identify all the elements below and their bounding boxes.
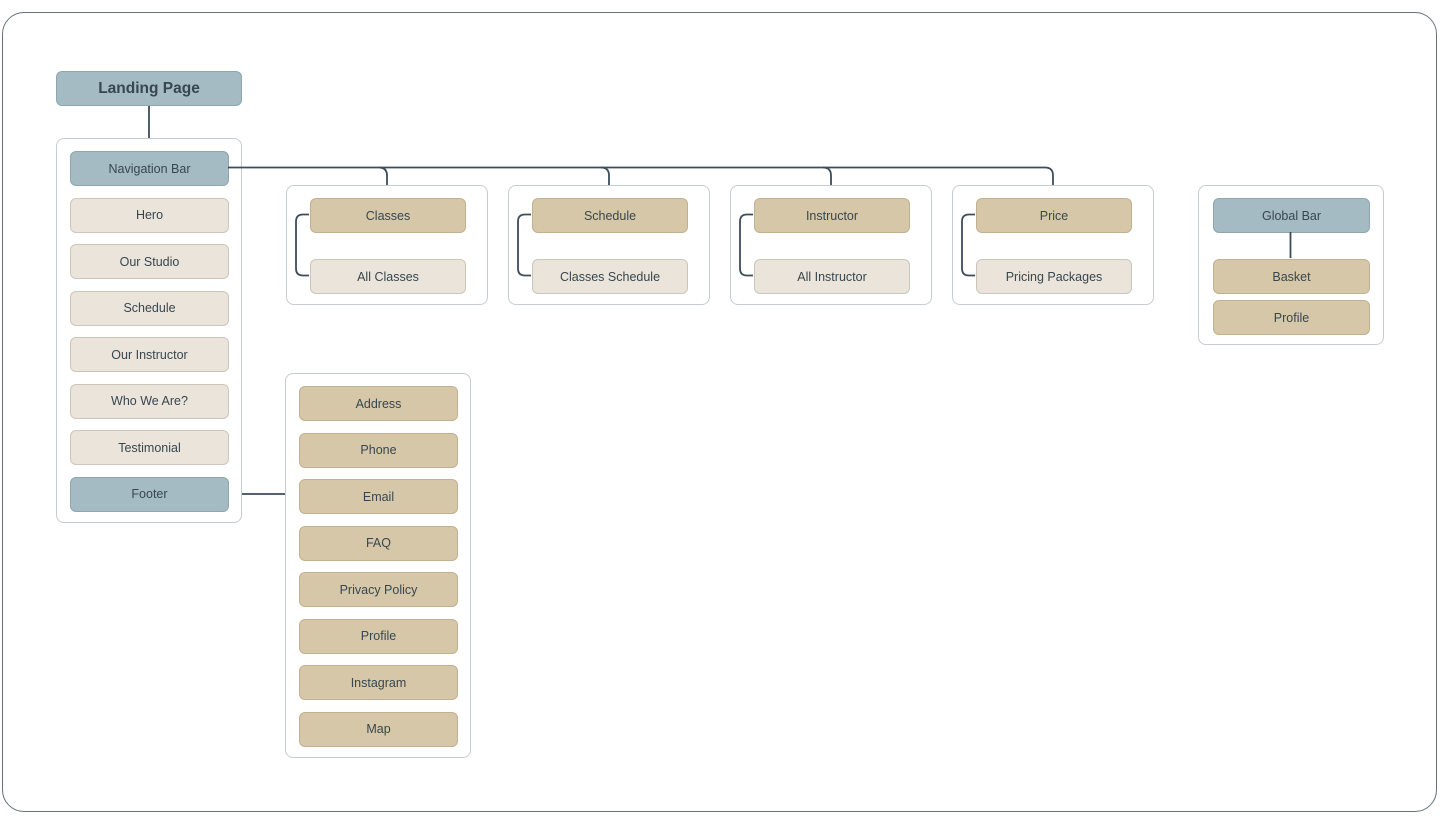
node-global-bar[interactable]: Global Bar bbox=[1213, 198, 1370, 233]
node-navigation-bar[interactable]: Navigation Bar bbox=[70, 151, 229, 186]
classes-group[interactable]: Classes All Classes bbox=[286, 185, 488, 305]
node-footer[interactable]: Footer bbox=[70, 476, 229, 512]
node-all-instructor[interactable]: All Instructor bbox=[754, 259, 910, 294]
schedule-group[interactable]: Schedule Classes Schedule bbox=[508, 185, 710, 305]
node-footer-profile[interactable]: Profile bbox=[299, 618, 458, 654]
node-faq[interactable]: FAQ bbox=[299, 525, 458, 561]
node-instagram[interactable]: Instagram bbox=[299, 665, 458, 700]
node-global-profile[interactable]: Profile bbox=[1213, 300, 1370, 335]
price-group[interactable]: Price Pricing Packages bbox=[952, 185, 1154, 305]
node-price[interactable]: Price bbox=[976, 198, 1132, 233]
node-our-instructor[interactable]: Our Instructor bbox=[70, 337, 229, 372]
node-who-we-are[interactable]: Who We Are? bbox=[70, 383, 229, 419]
node-schedule[interactable]: Schedule bbox=[70, 290, 229, 326]
node-email[interactable]: Email bbox=[299, 479, 458, 514]
global-bar-group[interactable]: Global Bar Basket Profile bbox=[1198, 185, 1384, 345]
node-instructor[interactable]: Instructor bbox=[754, 198, 910, 233]
node-schedule-page[interactable]: Schedule bbox=[532, 198, 688, 233]
node-testimonial[interactable]: Testimonial bbox=[70, 430, 229, 465]
node-pricing-packages[interactable]: Pricing Packages bbox=[976, 259, 1132, 294]
node-phone[interactable]: Phone bbox=[299, 432, 458, 468]
node-landing-page[interactable]: Landing Page bbox=[56, 71, 242, 106]
node-our-studio[interactable]: Our Studio bbox=[70, 244, 229, 279]
node-classes-schedule[interactable]: Classes Schedule bbox=[532, 259, 688, 294]
instructor-group[interactable]: Instructor All Instructor bbox=[730, 185, 932, 305]
node-classes[interactable]: Classes bbox=[310, 198, 466, 233]
node-all-classes[interactable]: All Classes bbox=[310, 259, 466, 294]
node-hero[interactable]: Hero bbox=[70, 197, 229, 233]
node-privacy-policy[interactable]: Privacy Policy bbox=[299, 572, 458, 607]
main-column-group[interactable]: Navigation Bar Hero Our Studio Schedule … bbox=[56, 138, 242, 523]
node-basket[interactable]: Basket bbox=[1213, 259, 1370, 294]
node-map[interactable]: Map bbox=[299, 711, 458, 747]
node-address[interactable]: Address bbox=[299, 386, 458, 421]
footer-links-group[interactable]: Address Phone Email FAQ Privacy Policy P… bbox=[285, 373, 471, 758]
